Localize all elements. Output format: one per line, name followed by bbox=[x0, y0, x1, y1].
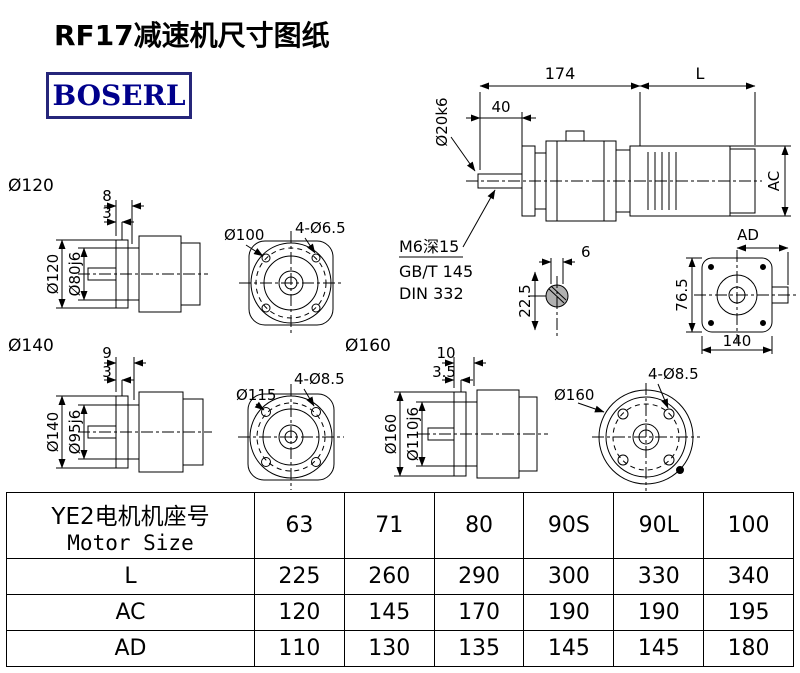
dim-rear-width-label: 140 bbox=[723, 332, 752, 350]
AC-value-5: 195 bbox=[703, 594, 794, 631]
main-side-view bbox=[466, 130, 762, 222]
L-value-3: 300 bbox=[523, 558, 615, 595]
row-label-AD: AD bbox=[6, 630, 255, 667]
row-label-AC: AC bbox=[6, 594, 255, 631]
rear-view: AD 76.5 140 bbox=[673, 226, 796, 354]
table-row-header: YE2电机机座号 Motor Size 63 71 80 90S 90L 100 bbox=[6, 492, 794, 559]
v120-title: Ø120 bbox=[8, 176, 54, 196]
v160-title: Ø160 bbox=[345, 336, 391, 356]
page-title: RF17减速机尺寸图纸 bbox=[54, 19, 330, 52]
L-value-1: 260 bbox=[343, 558, 435, 595]
v160-holes-label: 4-Ø8.5 bbox=[648, 365, 699, 383]
v120-spigot-dia-label: Ø80j6 bbox=[66, 252, 84, 297]
size-col-2: 80 bbox=[433, 492, 525, 559]
table-row-AD: AD 110 130 135 145 145 180 bbox=[6, 630, 794, 667]
v160-outer-dia-label: Ø160 bbox=[554, 386, 594, 404]
v140-spigot-dia-label: Ø95j6 bbox=[66, 410, 84, 455]
AC-value-3: 190 bbox=[523, 594, 615, 631]
dim-174-label: 174 bbox=[545, 64, 576, 83]
size-col-3: 90S bbox=[523, 492, 615, 559]
v140-holes-label: 4-Ø8.5 bbox=[294, 370, 345, 388]
dimension-table: YE2电机机座号 Motor Size 63 71 80 90S 90L 100… bbox=[6, 492, 794, 667]
dim-key-width-label: 6 bbox=[581, 243, 591, 261]
boserl-logo: BOSERL bbox=[46, 72, 192, 119]
v140-step-label: 9 bbox=[102, 344, 112, 362]
v120-lip-label: 3 bbox=[102, 204, 112, 222]
row-label-L: L bbox=[6, 558, 255, 595]
size-col-0: 63 bbox=[254, 492, 345, 559]
v140-bolt-circle-label: Ø115 bbox=[236, 386, 276, 404]
AC-value-0: 120 bbox=[254, 594, 345, 631]
dim-key-depth-label: 22.5 bbox=[516, 284, 534, 317]
motor-size-header-cell: YE2电机机座号 Motor Size bbox=[6, 492, 255, 559]
L-value-5: 340 bbox=[703, 558, 794, 595]
AD-value-4: 145 bbox=[613, 630, 705, 667]
size-col-5: 100 bbox=[703, 492, 794, 559]
v140-flange-dia-label: Ø140 bbox=[44, 412, 62, 452]
v140-title: Ø140 bbox=[8, 336, 54, 356]
tap-note: M6深15 GB/T 145 DIN 332 bbox=[399, 189, 496, 303]
flange-160-view: Ø160 10 3.5 bbox=[345, 336, 548, 479]
v120-flange-dia-label: Ø120 bbox=[44, 254, 62, 294]
AD-value-0: 110 bbox=[254, 630, 345, 667]
v120-holes-label: 4-Ø6.5 bbox=[295, 219, 346, 237]
dim-shaft-dia-label: Ø20k6 bbox=[433, 97, 451, 146]
std-din-label: DIN 332 bbox=[399, 284, 464, 303]
AD-value-2: 135 bbox=[433, 630, 525, 667]
v120-bolt-circle-label: Ø100 bbox=[224, 226, 264, 244]
tap-label: M6深15 bbox=[399, 237, 459, 256]
motor-size-en: Motor Size bbox=[67, 530, 194, 555]
size-col-1: 71 bbox=[343, 492, 435, 559]
dim-AC-label: AC bbox=[765, 171, 783, 191]
flange-140-view: Ø140 9 3 bbox=[8, 336, 212, 473]
AD-value-3: 145 bbox=[523, 630, 615, 667]
size-col-4: 90L bbox=[613, 492, 705, 559]
L-value-4: 330 bbox=[613, 558, 705, 595]
shaft-key-section: 6 22.5 bbox=[516, 243, 591, 338]
AC-value-4: 190 bbox=[613, 594, 705, 631]
v160-flange-dia-label: Ø160 bbox=[382, 414, 400, 454]
dim-L-label: L bbox=[696, 64, 705, 83]
main-dimensions: 174 L 40 Ø20k6 AC bbox=[433, 64, 791, 217]
motor-size-cn: YE2电机机座号 bbox=[51, 503, 210, 530]
v160-step-label: 10 bbox=[436, 344, 455, 362]
technical-drawing: 174 L 40 Ø20k6 AC M6深15 bbox=[8, 64, 796, 491]
dimension-table-wrap: YE2电机机座号 Motor Size 63 71 80 90S 90L 100… bbox=[6, 492, 794, 667]
L-value-2: 290 bbox=[433, 558, 525, 595]
std-gb-label: GB/T 145 bbox=[399, 262, 473, 281]
v120-step-label: 8 bbox=[102, 187, 112, 205]
flange-120-view: Ø120 8 3 bbox=[8, 176, 208, 313]
boserl-logo-text: BOSERL bbox=[52, 78, 186, 112]
AC-value-2: 170 bbox=[433, 594, 525, 631]
L-value-0: 225 bbox=[254, 558, 345, 595]
AD-value-1: 130 bbox=[343, 630, 435, 667]
flange-160-front: Ø160 4-Ø8.5 bbox=[554, 365, 700, 491]
dim-rear-height-label: 76.5 bbox=[673, 278, 691, 311]
AD-value-5: 180 bbox=[703, 630, 794, 667]
v140-lip-label: 3 bbox=[102, 363, 112, 381]
AC-value-1: 145 bbox=[343, 594, 435, 631]
flange-120-front: 4-Ø6.5 Ø100 bbox=[224, 219, 346, 335]
dim-40-label: 40 bbox=[491, 98, 510, 116]
dim-AD-label: AD bbox=[737, 226, 759, 244]
flange-140-front: 4-Ø8.5 Ø115 bbox=[236, 370, 345, 490]
v160-lip-label: 3.5 bbox=[432, 363, 456, 381]
table-row-L: L 225 260 290 300 330 340 bbox=[6, 558, 794, 595]
v160-spigot-dia-label: Ø110j6 bbox=[404, 407, 422, 461]
table-row-AC: AC 120 145 170 190 190 195 bbox=[6, 594, 794, 631]
